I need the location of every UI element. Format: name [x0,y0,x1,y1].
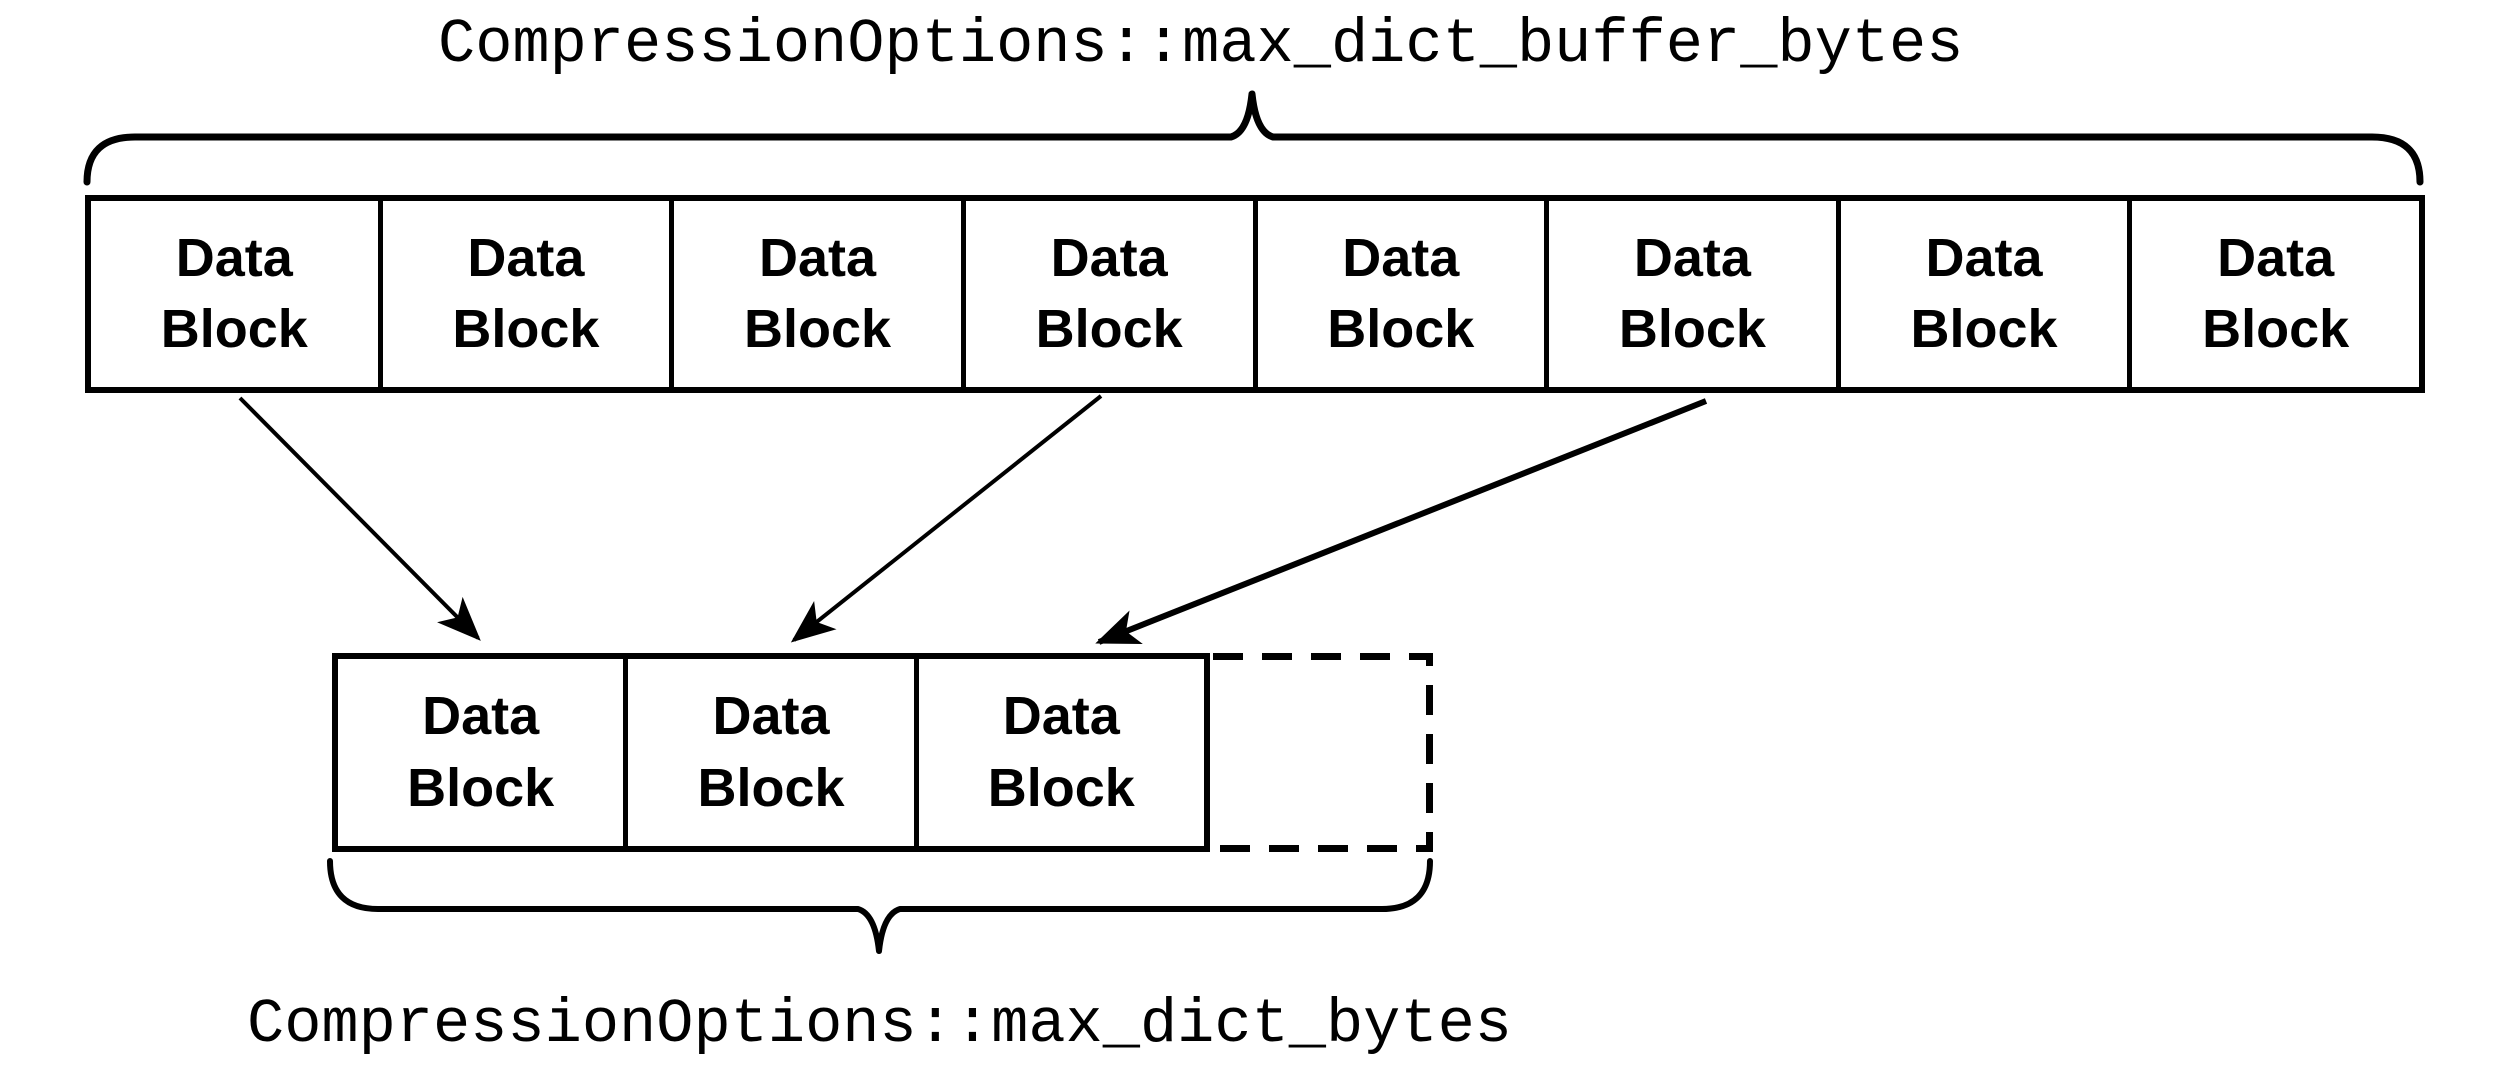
arrow-block6-icon [1095,398,1708,645]
dictionary-block-row: Data Block Data Block Data Block [332,653,1210,852]
truncated-block-outline [1213,653,1433,852]
max-dict-bytes-label: CompressionOptions::max_dict_bytes [247,989,1513,1060]
data-block: Data Block [919,659,1204,846]
max-dict-buffer-bytes-label: CompressionOptions::max_dict_buffer_byte… [438,9,1964,80]
arrow-block4-icon [790,394,1103,643]
top-brace-icon [83,90,2424,186]
data-block: Data Block [628,659,919,846]
data-block: Data Block [1549,201,1841,387]
data-block-row: Data Block Data Block Data Block Data Bl… [85,195,2425,393]
arrow-block1-icon [238,396,481,641]
data-block-label: Data Block [1618,227,1766,359]
data-block: Data Block [1258,201,1550,387]
data-block-label: Data Block [744,227,892,359]
data-block: Data Block [91,201,383,387]
data-block-label: Data Block [2202,227,2350,359]
data-block-label: Data Block [452,227,600,359]
data-block-label: Data Block [697,686,845,818]
bottom-brace-icon [327,858,1433,954]
data-block: Data Block [966,201,1258,387]
data-block-label: Data Block [1035,227,1183,359]
data-block: Data Block [2132,201,2419,387]
data-block: Data Block [674,201,966,387]
data-block-label: Data Block [1910,227,2058,359]
data-block-label: Data Block [987,686,1135,818]
data-block: Data Block [1841,201,2133,387]
data-block-label: Data Block [160,227,308,359]
data-block-label: Data Block [1327,227,1475,359]
data-block-label: Data Block [407,686,555,818]
data-block: Data Block [338,659,629,846]
data-block: Data Block [383,201,675,387]
